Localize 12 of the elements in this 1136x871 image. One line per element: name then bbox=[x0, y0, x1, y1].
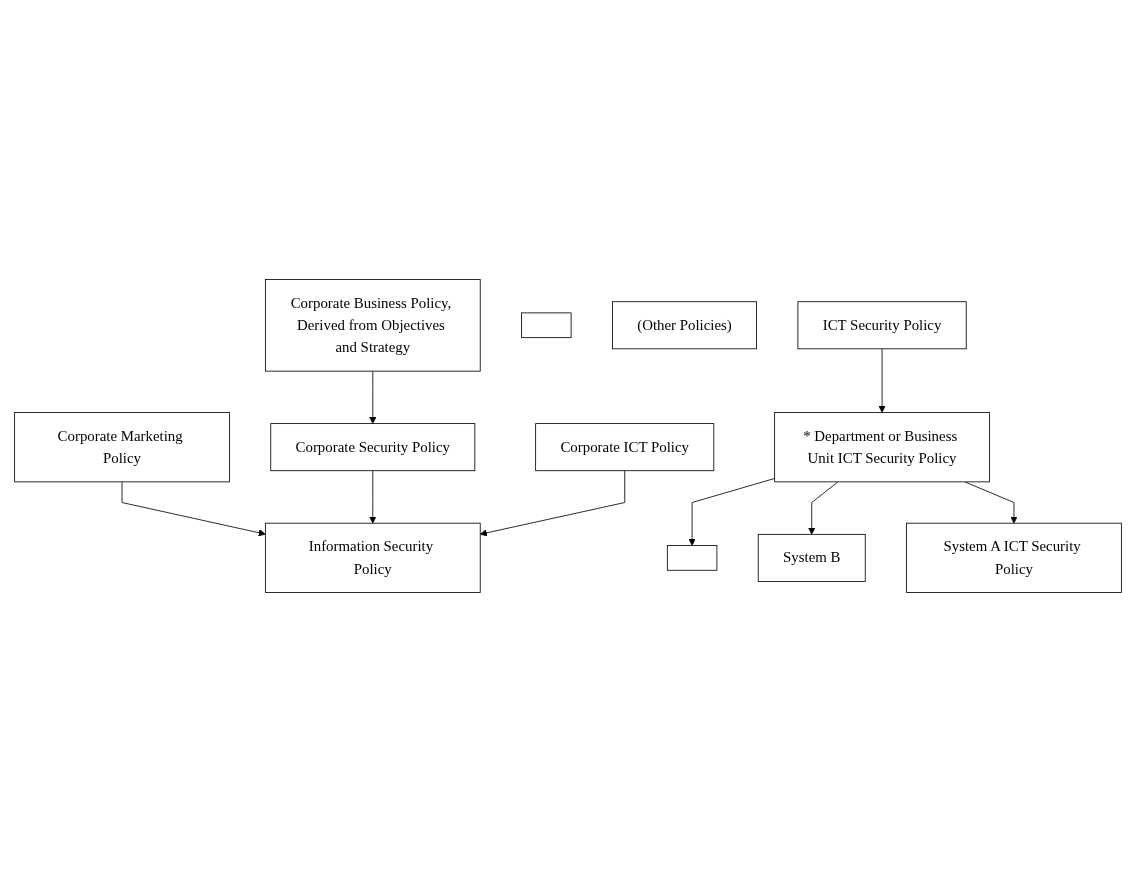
node-box: ICT Security Policy bbox=[797, 300, 967, 349]
node-box bbox=[521, 311, 572, 338]
node-box: (Other Policies) bbox=[612, 300, 757, 349]
node-box: System A ICT Security Policy bbox=[906, 522, 1122, 593]
node-box: Corporate Marketing Policy bbox=[14, 411, 230, 482]
node-box: * Department or Business Unit ICT Security Policy bbox=[774, 411, 990, 482]
node-box: Corporate ICT Policy bbox=[535, 422, 715, 471]
node-box: Information Security Policy bbox=[264, 522, 481, 593]
node-box: Corporate Security Policy bbox=[270, 422, 476, 471]
node-box: System B bbox=[757, 533, 866, 582]
node-box bbox=[666, 544, 718, 571]
node-box: Corporate Business Policy, Derived from Objectives and Strategy bbox=[264, 278, 481, 372]
